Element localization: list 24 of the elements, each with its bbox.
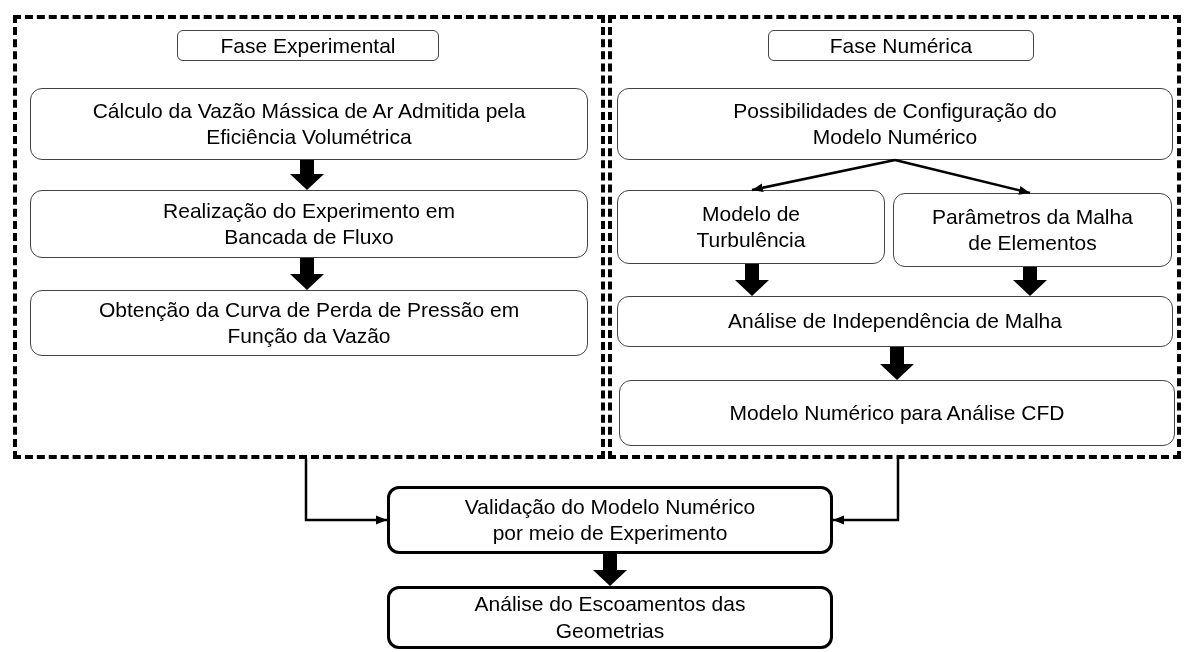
process-box: Obtenção da Curva de Perda de Pressão em Função da Vazão [30, 290, 588, 356]
phase-header-box: Fase Numérica [768, 30, 1034, 61]
block-arrow [735, 264, 769, 296]
block-arrow [290, 160, 324, 190]
arrow [833, 459, 900, 525]
process-box: Realização do Experimento em Bancada de Fluxo [30, 190, 588, 258]
phase-header-box: Fase Experimental [177, 30, 439, 61]
process-box: Cálculo da Vazão Mássica de Ar Admitida pela Eficiência Volumétrica [30, 88, 588, 160]
dashed-panel [608, 15, 1181, 459]
process-box: Análise de Independência de Malha [617, 296, 1173, 347]
block-arrow [1013, 267, 1047, 296]
process-box: Análise do Escoamentos das Geometrias [387, 586, 833, 649]
process-box: Possibilidades de Configuração do Modelo Numérico [617, 88, 1173, 160]
process-box: Modelo de Turbulência [617, 190, 885, 264]
arrow [751, 158, 896, 193]
process-box: Validação do Modelo Numérico por meio de Experimento [387, 486, 833, 554]
process-box: Modelo Numérico para Análise CFD [619, 380, 1175, 446]
arrow [304, 459, 387, 525]
process-box: Parâmetros da Malha de Elementos [893, 193, 1172, 267]
block-arrow [593, 554, 627, 586]
block-arrow [290, 258, 324, 290]
block-arrow [880, 347, 914, 380]
dashed-panel [13, 15, 605, 459]
arrow [894, 158, 1031, 195]
